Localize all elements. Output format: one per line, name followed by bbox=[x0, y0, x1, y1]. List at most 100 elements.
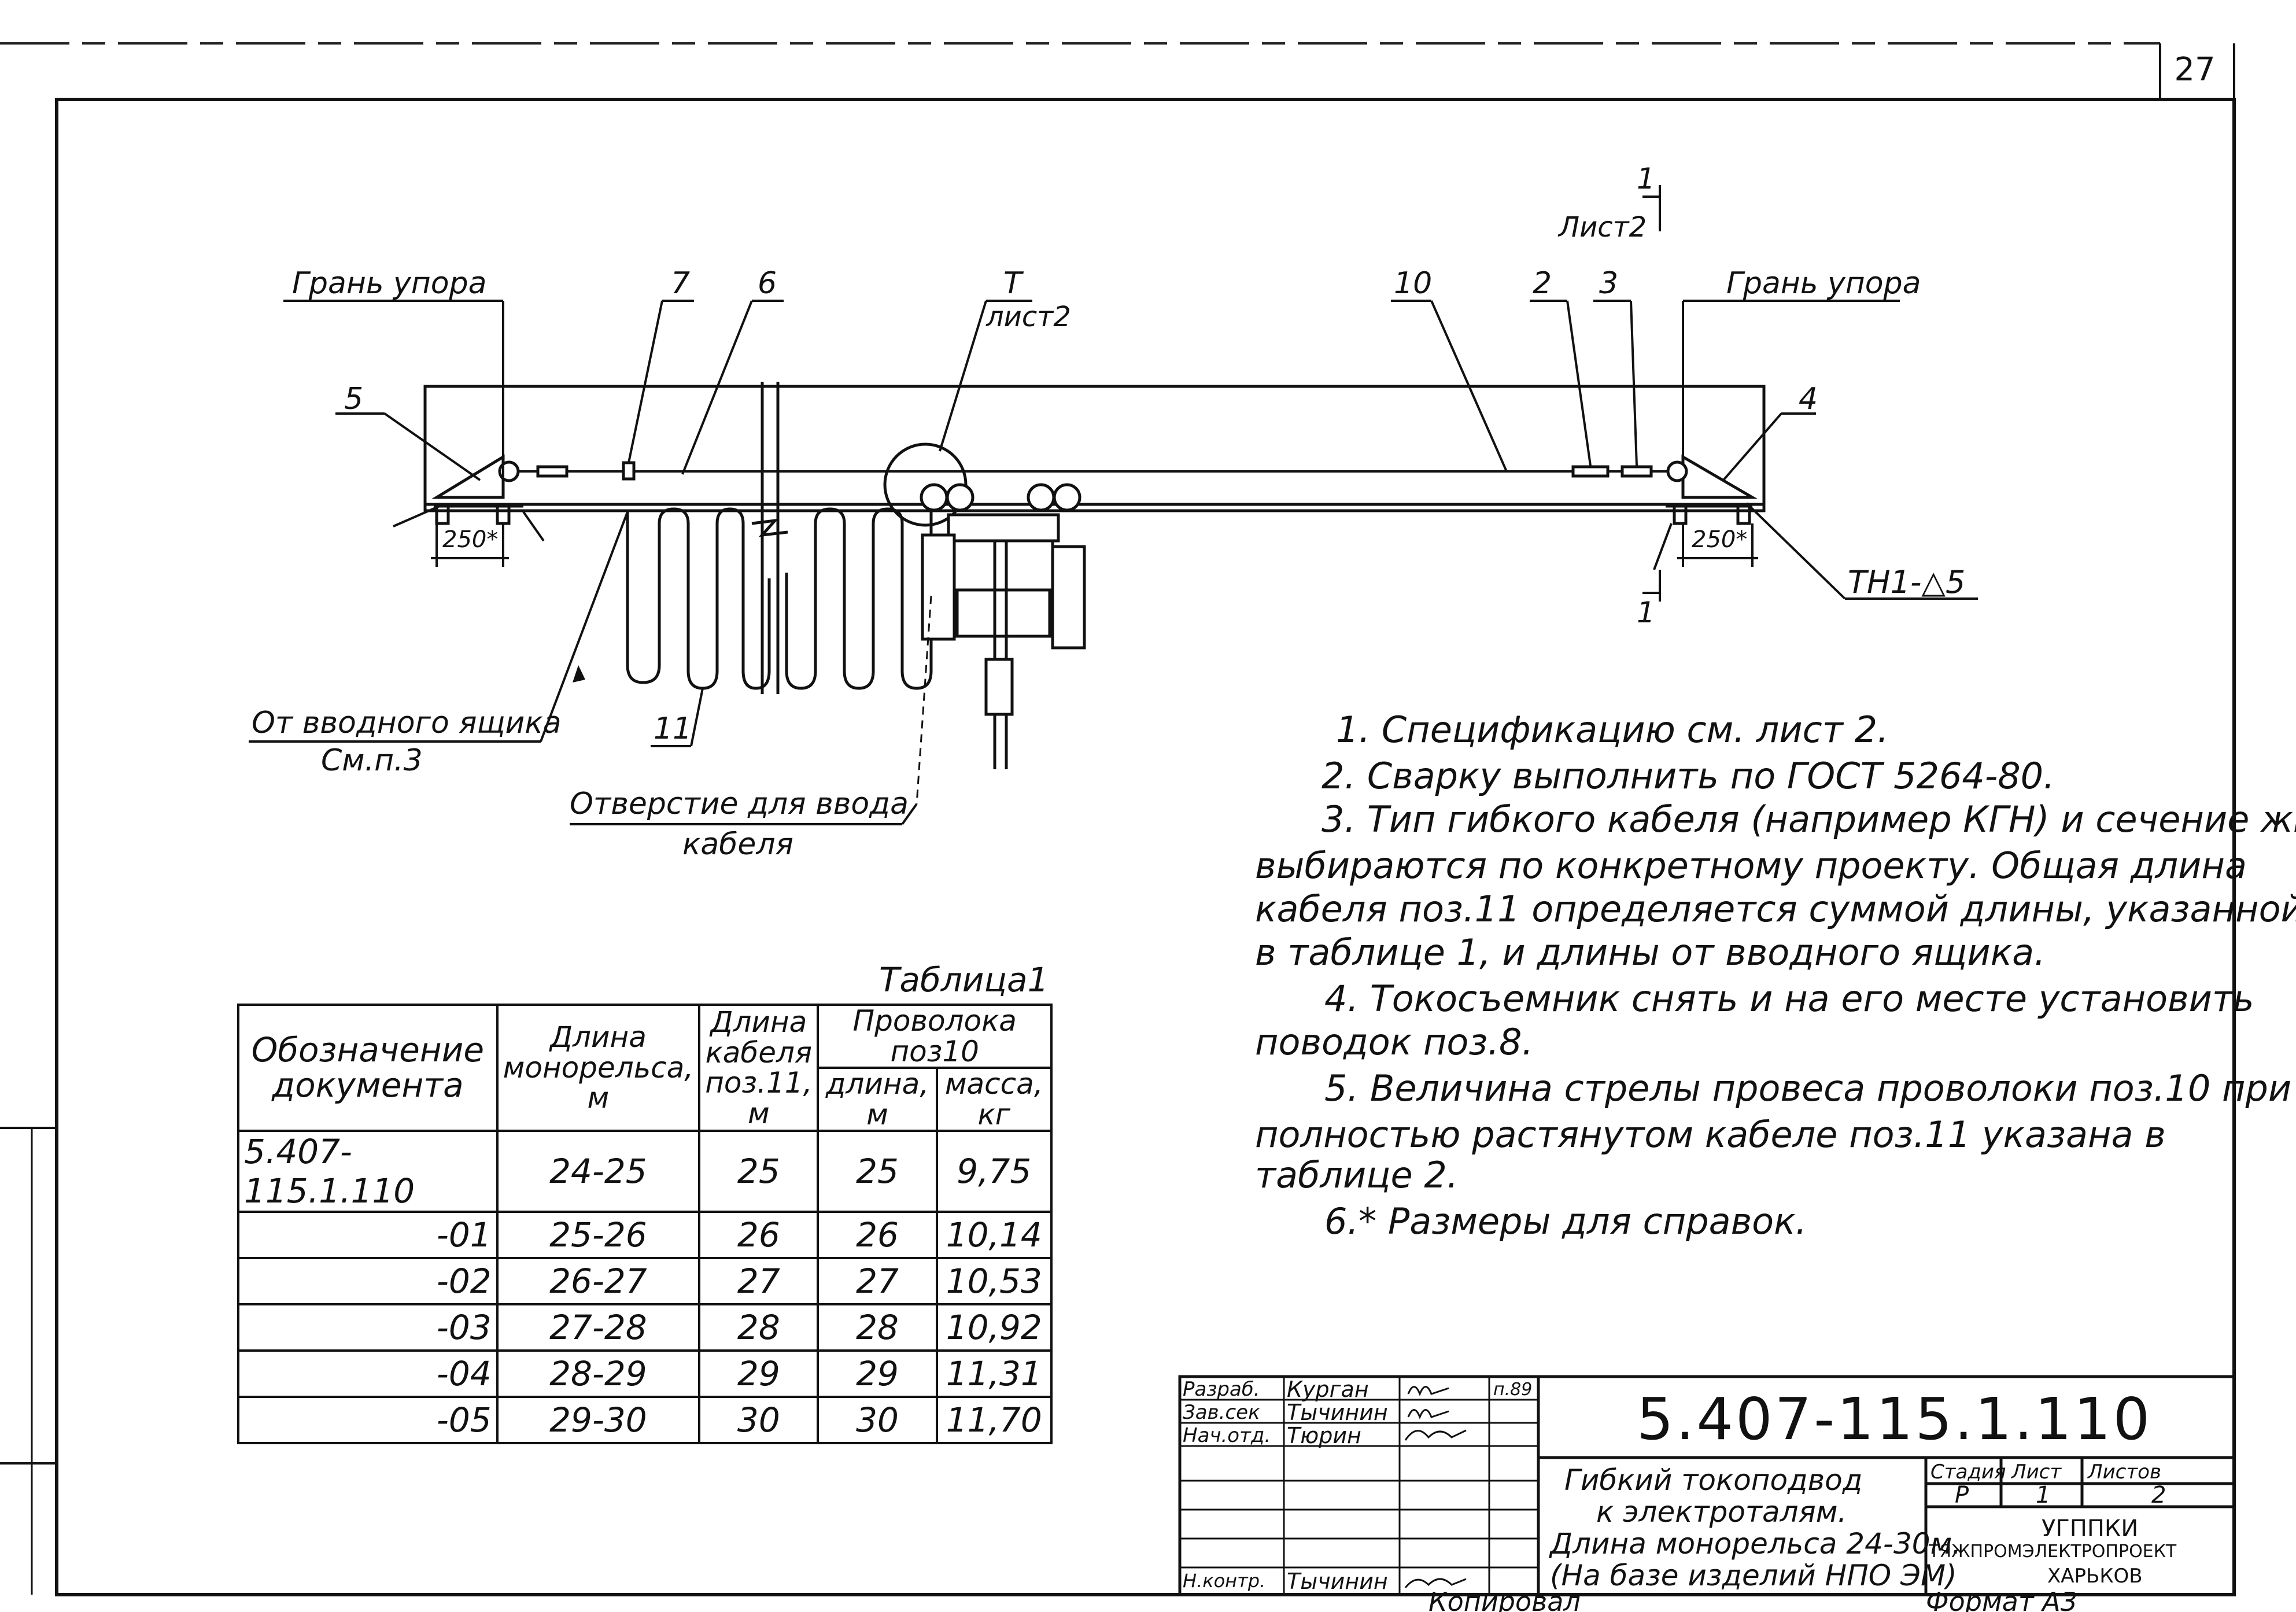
label-from-box: От вводного ящика bbox=[252, 706, 562, 740]
label-pos-6: 6 bbox=[758, 266, 777, 301]
cell-wire-length: 27 bbox=[817, 1257, 938, 1305]
cell-monorail: 27-28 bbox=[496, 1303, 701, 1352]
stamp-sheets-label: Листов bbox=[2088, 1460, 2162, 1484]
label-pos-3: 3 bbox=[1599, 266, 1619, 301]
cell-designation: -03 bbox=[237, 1303, 499, 1352]
cell-designation: 5.407-115.1.110 bbox=[237, 1130, 499, 1213]
cell-wire-mass: 10,92 bbox=[935, 1303, 1053, 1352]
header-designation: Обозначение документа bbox=[237, 1004, 499, 1132]
footer-copied: Копировал bbox=[1428, 1592, 1581, 1612]
header-wire-mass: масса, кг bbox=[935, 1067, 1053, 1132]
header-cable-length: Длина кабеля поз.11, м bbox=[698, 1004, 820, 1132]
monorail-beam bbox=[423, 385, 1766, 512]
stamp-sheet-label: Лист bbox=[2011, 1460, 2062, 1484]
note-5c: таблице 2. bbox=[1255, 1154, 1459, 1196]
stamp-title-1: Гибкий токоподвод bbox=[1564, 1463, 1863, 1497]
cell-wire-length: 25 bbox=[817, 1130, 938, 1213]
label-hole-1: Отверстие для ввода bbox=[570, 787, 909, 821]
stamp-stage: Р bbox=[1955, 1482, 1969, 1508]
cell-designation: -02 bbox=[237, 1257, 499, 1305]
header-wire-group: Проволока поз10 bbox=[817, 1004, 1053, 1069]
stamp-org-1: УГППКИ bbox=[2042, 1515, 2139, 1542]
cell-cable: 30 bbox=[698, 1396, 820, 1444]
stamp-name-1: Курган bbox=[1287, 1377, 1369, 1402]
note-3: 3. Тип гибкого кабеля (например КГН) и с… bbox=[1322, 798, 2296, 840]
label-right-stop: Грань упора bbox=[1726, 266, 1921, 301]
cell-designation: -05 bbox=[237, 1396, 499, 1444]
label-pos-4: 4 bbox=[1799, 382, 1818, 416]
cell-cable: 27 bbox=[698, 1257, 820, 1305]
cell-designation: -04 bbox=[237, 1349, 499, 1398]
table1: Обозначение документа Длина монорельса, … bbox=[237, 1004, 1053, 1444]
note-3d: в таблице 1, и длины от вводного ящика. bbox=[1255, 931, 2046, 973]
stamp-doc-code: 5.407-115.1.110 bbox=[1637, 1385, 2153, 1453]
label-dim-left: 250* bbox=[442, 526, 499, 553]
label-hole-2: кабеля bbox=[682, 827, 793, 862]
cell-monorail: 24-25 bbox=[496, 1130, 701, 1213]
stamp-role-1: Разраб. bbox=[1183, 1378, 1260, 1401]
cell-wire-mass: 9,75 bbox=[935, 1130, 1053, 1213]
note-5b: полностью растянутом кабеле поз.11 указа… bbox=[1255, 1113, 2166, 1156]
label-left-stop: Грань упора bbox=[292, 266, 487, 301]
cell-wire-mass: 10,53 bbox=[935, 1257, 1053, 1305]
cell-cable: 25 bbox=[698, 1130, 820, 1213]
note-5: 5. Величина стрелы провеса проволоки поз… bbox=[1324, 1067, 2292, 1109]
table-row: -04 28-29 29 29 11,31 bbox=[237, 1349, 1053, 1398]
cell-monorail: 26-27 bbox=[496, 1257, 701, 1305]
cell-monorail: 25-26 bbox=[496, 1211, 701, 1259]
label-pos-5: 5 bbox=[344, 382, 364, 416]
cell-wire-length: 28 bbox=[817, 1303, 938, 1352]
stamp-role-3: Нач.отд. bbox=[1183, 1424, 1271, 1447]
note-4b: поводок поз.8. bbox=[1255, 1021, 1534, 1063]
stamp-name-7: Тычинин bbox=[1287, 1569, 1388, 1594]
note-6: 6.* Размеры для справок. bbox=[1324, 1200, 1807, 1242]
stamp-sheet: 1 bbox=[2036, 1482, 2051, 1508]
note-2: 2. Сварку выполнить по ГОСТ 5264-80. bbox=[1322, 755, 2055, 797]
cell-monorail: 28-29 bbox=[496, 1349, 701, 1398]
table-row: 5.407-115.1.110 24-25 25 25 9,75 bbox=[237, 1130, 1053, 1213]
note-3c: кабеля поз.11 определяется суммой длины,… bbox=[1255, 888, 2296, 930]
cell-monorail: 29-30 bbox=[496, 1396, 701, 1444]
table-row: -02 26-27 27 27 10,53 bbox=[237, 1257, 1053, 1305]
table1-caption: Таблица1 bbox=[879, 960, 1049, 999]
cell-wire-mass: 11,31 bbox=[935, 1349, 1053, 1398]
label-pos-10: 10 bbox=[1394, 266, 1433, 301]
hoist-body bbox=[953, 539, 1054, 592]
page-number: 27 bbox=[2174, 51, 2216, 88]
label-pos-7: 7 bbox=[671, 266, 691, 301]
stamp-role-2: Зав.сек bbox=[1183, 1401, 1260, 1424]
cell-wire-length: 30 bbox=[817, 1396, 938, 1444]
footer-format: Формат А3 bbox=[1926, 1592, 2077, 1612]
cell-cable: 26 bbox=[698, 1211, 820, 1259]
table-row: -03 27-28 28 28 10,92 bbox=[237, 1303, 1053, 1352]
stamp-title-3: Длина монорельса 24-30м. bbox=[1550, 1527, 1962, 1561]
stamp-date-mark: п.89 bbox=[1493, 1379, 1533, 1400]
label-from-box-ref: См.п.3 bbox=[321, 743, 423, 778]
note-3b: выбираются по конкретному проекту. Общая… bbox=[1255, 844, 2247, 887]
stamp-stage-label: Стадия bbox=[1930, 1460, 2006, 1484]
header-monorail-length: Длина монорельса, м bbox=[496, 1004, 701, 1132]
stamp-role-7: Н.контр. bbox=[1183, 1570, 1266, 1592]
stamp-name-2: Тычинин bbox=[1287, 1400, 1388, 1425]
stamp-org-3: ХАРЬКОВ bbox=[2047, 1565, 2143, 1588]
stamp-title-2: к электроталям. bbox=[1596, 1495, 1847, 1529]
note-4: 4. Токосъемник снять и на его месте уста… bbox=[1324, 977, 2254, 1020]
label-pos-11: 11 bbox=[654, 711, 692, 746]
cell-designation: -01 bbox=[237, 1211, 499, 1259]
cell-cable: 29 bbox=[698, 1349, 820, 1398]
header-wire-length: длина, м bbox=[817, 1067, 938, 1132]
note-1: 1. Спецификацию см. лист 2. bbox=[1336, 709, 1889, 751]
cell-wire-mass: 10,14 bbox=[935, 1211, 1053, 1259]
stamp-org-2: ТЯЖПРОМЭЛЕКТРОПРОЕКТ bbox=[1929, 1541, 2177, 1562]
cell-wire-length: 26 bbox=[817, 1211, 938, 1259]
stamp-name-3: Тюрин bbox=[1287, 1423, 1361, 1448]
table-row: -05 29-30 30 30 11,70 bbox=[237, 1396, 1053, 1444]
label-weld-symbol: ТН1-△5 bbox=[1848, 564, 1966, 600]
label-dim-right: 250* bbox=[1692, 526, 1748, 553]
label-node-t: Т bbox=[1003, 266, 1022, 301]
cell-wire-mass: 11,70 bbox=[935, 1396, 1053, 1444]
